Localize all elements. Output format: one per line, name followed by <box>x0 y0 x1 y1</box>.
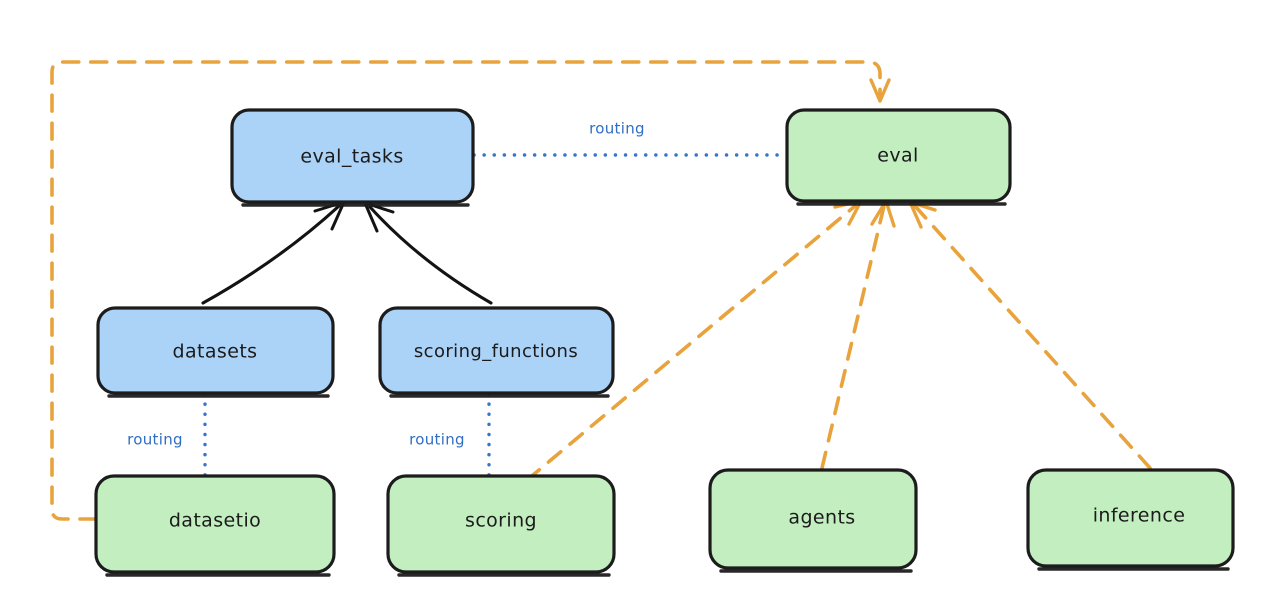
node-agents-label: agents <box>788 507 855 529</box>
edge-agents-eval <box>820 199 896 470</box>
node-datasets[interactable]: datasets <box>96 306 335 398</box>
node-inference-label: inference <box>1093 505 1186 527</box>
edge-inference-eval <box>908 200 1152 470</box>
node-scoring-functions-label: scoring_functions <box>414 341 578 362</box>
node-scoring-label: scoring <box>465 510 537 532</box>
edge-scoringfunctions-evaltasks <box>363 201 493 305</box>
node-agents-shape[interactable] <box>708 468 918 570</box>
node-datasets-shape[interactable] <box>96 306 335 395</box>
node-inference-shape[interactable] <box>1026 468 1235 568</box>
node-eval[interactable]: eval <box>785 108 1012 206</box>
edge-datasetio-eval <box>50 60 891 521</box>
node-scoring[interactable]: scoring <box>386 474 616 577</box>
edge-label-routing-datasetio: routing <box>127 431 183 449</box>
node-eval-tasks-shape[interactable] <box>230 108 475 204</box>
edge-label-routing-scoring: routing <box>409 431 465 449</box>
node-scoring-functions-shape[interactable] <box>378 306 615 395</box>
node-datasetio-shape[interactable] <box>94 474 336 574</box>
edge-label-routing-eval: routing <box>589 120 645 138</box>
node-eval-label: eval <box>877 145 918 167</box>
node-datasets-label: datasets <box>173 341 258 363</box>
node-datasetio-label: datasetio <box>169 510 261 532</box>
node-eval-tasks-label: eval_tasks <box>300 146 403 168</box>
node-scoring-shape[interactable] <box>386 474 616 574</box>
node-datasetio[interactable]: datasetio <box>94 474 336 577</box>
node-inference[interactable]: inference <box>1026 468 1235 571</box>
node-eval-tasks[interactable]: eval_tasks <box>230 108 475 207</box>
node-scoring-functions[interactable]: scoring_functions <box>378 306 615 398</box>
node-eval-shape[interactable] <box>785 108 1012 203</box>
node-agents[interactable]: agents <box>708 468 918 573</box>
edge-datasets-evaltasks <box>201 200 346 305</box>
